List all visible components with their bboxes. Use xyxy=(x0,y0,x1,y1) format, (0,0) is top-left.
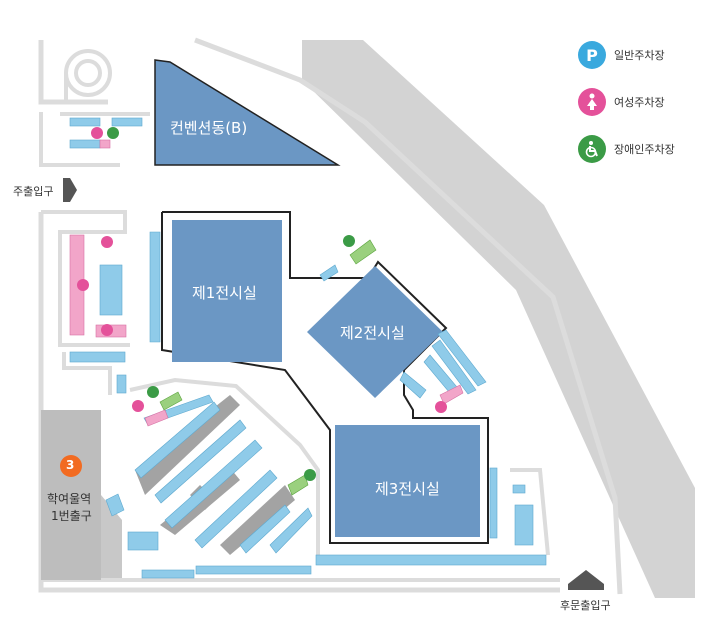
wheelchair-icon xyxy=(578,135,606,163)
legend-general-label: 일반주차장 xyxy=(614,49,665,62)
station-number: 3 xyxy=(66,458,75,472)
hall2-building xyxy=(307,266,443,398)
rear-entrance-label: 후문출입구 xyxy=(560,599,611,612)
river-road xyxy=(302,40,695,598)
hall3-building xyxy=(335,425,480,537)
legend-women: 여성주차장 xyxy=(578,87,665,117)
hall2-label: 제2전시실 xyxy=(340,324,405,342)
legend-disabled-label: 장애인주차장 xyxy=(614,143,675,156)
parking-p-icon: P xyxy=(578,41,606,69)
wheelchair-marker-icon xyxy=(107,127,355,481)
station-exit: 1번출구 xyxy=(51,509,92,523)
legend-disabled: 장애인주차장 xyxy=(578,134,675,164)
hall-complex-outline xyxy=(161,211,489,544)
general-parking-stalls xyxy=(69,117,547,579)
site-boundary xyxy=(38,37,623,595)
station-area-extension xyxy=(101,410,122,578)
station-area xyxy=(41,410,101,580)
convention-hall xyxy=(154,59,341,166)
legend-general: P 일반주차장 xyxy=(578,40,665,70)
convention-hall-label: 컨벤션동(B) xyxy=(170,119,248,137)
station-badge-icon xyxy=(60,455,82,477)
woman-marker-icon xyxy=(77,127,447,413)
disabled-parking-stalls xyxy=(159,239,377,496)
loop-road xyxy=(39,49,150,167)
rear-entrance-arrow-icon xyxy=(568,570,604,590)
hall1-building xyxy=(172,220,282,362)
woman-icon xyxy=(578,88,606,116)
inner-road xyxy=(41,210,560,582)
main-entrance-label: 주출입구 xyxy=(13,185,54,198)
legend-women-label: 여성주차장 xyxy=(614,96,665,109)
hall1-label: 제1전시실 xyxy=(192,284,257,302)
station-name: 학여울역 xyxy=(47,492,92,506)
main-entrance-arrow-icon xyxy=(63,178,77,202)
hall3-label: 제3전시실 xyxy=(375,480,440,498)
